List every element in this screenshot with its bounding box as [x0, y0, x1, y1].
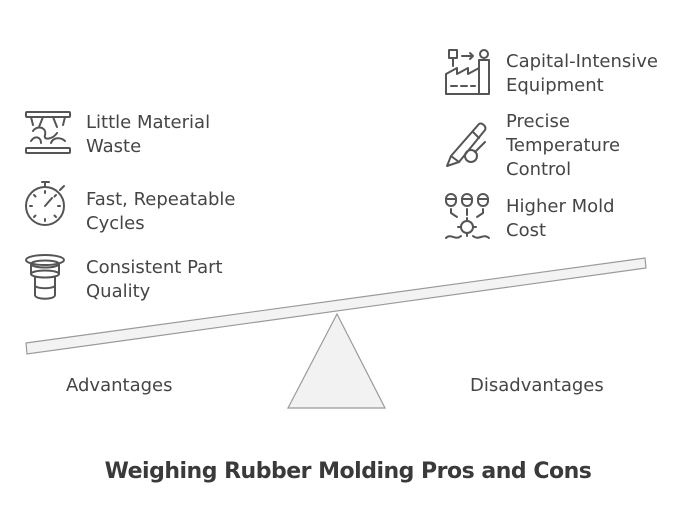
- advantage-label-3: Consistent Part Quality: [86, 257, 223, 302]
- fulcrum-triangle: [287, 312, 386, 409]
- advantage-label-1: Little Material Waste: [86, 112, 211, 157]
- coins-gear-icon: [443, 191, 493, 247]
- advantage-label-2: Fast, Repeatable Cycles: [86, 189, 236, 234]
- molded-part-icon: [23, 109, 73, 161]
- thermometer-pen-icon: [443, 118, 493, 174]
- disadvantage-label-2: Precise Temperature Control: [506, 111, 621, 180]
- stopwatch-icon: [23, 178, 71, 232]
- top-hat-icon: [23, 252, 69, 306]
- advantages-label: Advantages: [66, 375, 173, 396]
- balance-beam: [25, 257, 647, 355]
- disadvantage-label-3: Higher Mold Cost: [506, 196, 615, 241]
- disadvantage-label-1: Capital-Intensive Equipment: [506, 51, 658, 96]
- disadvantages-label: Disadvantages: [470, 375, 604, 396]
- factory-icon: [443, 46, 493, 100]
- page-title: Weighing Rubber Molding Pros and Cons: [104, 459, 592, 484]
